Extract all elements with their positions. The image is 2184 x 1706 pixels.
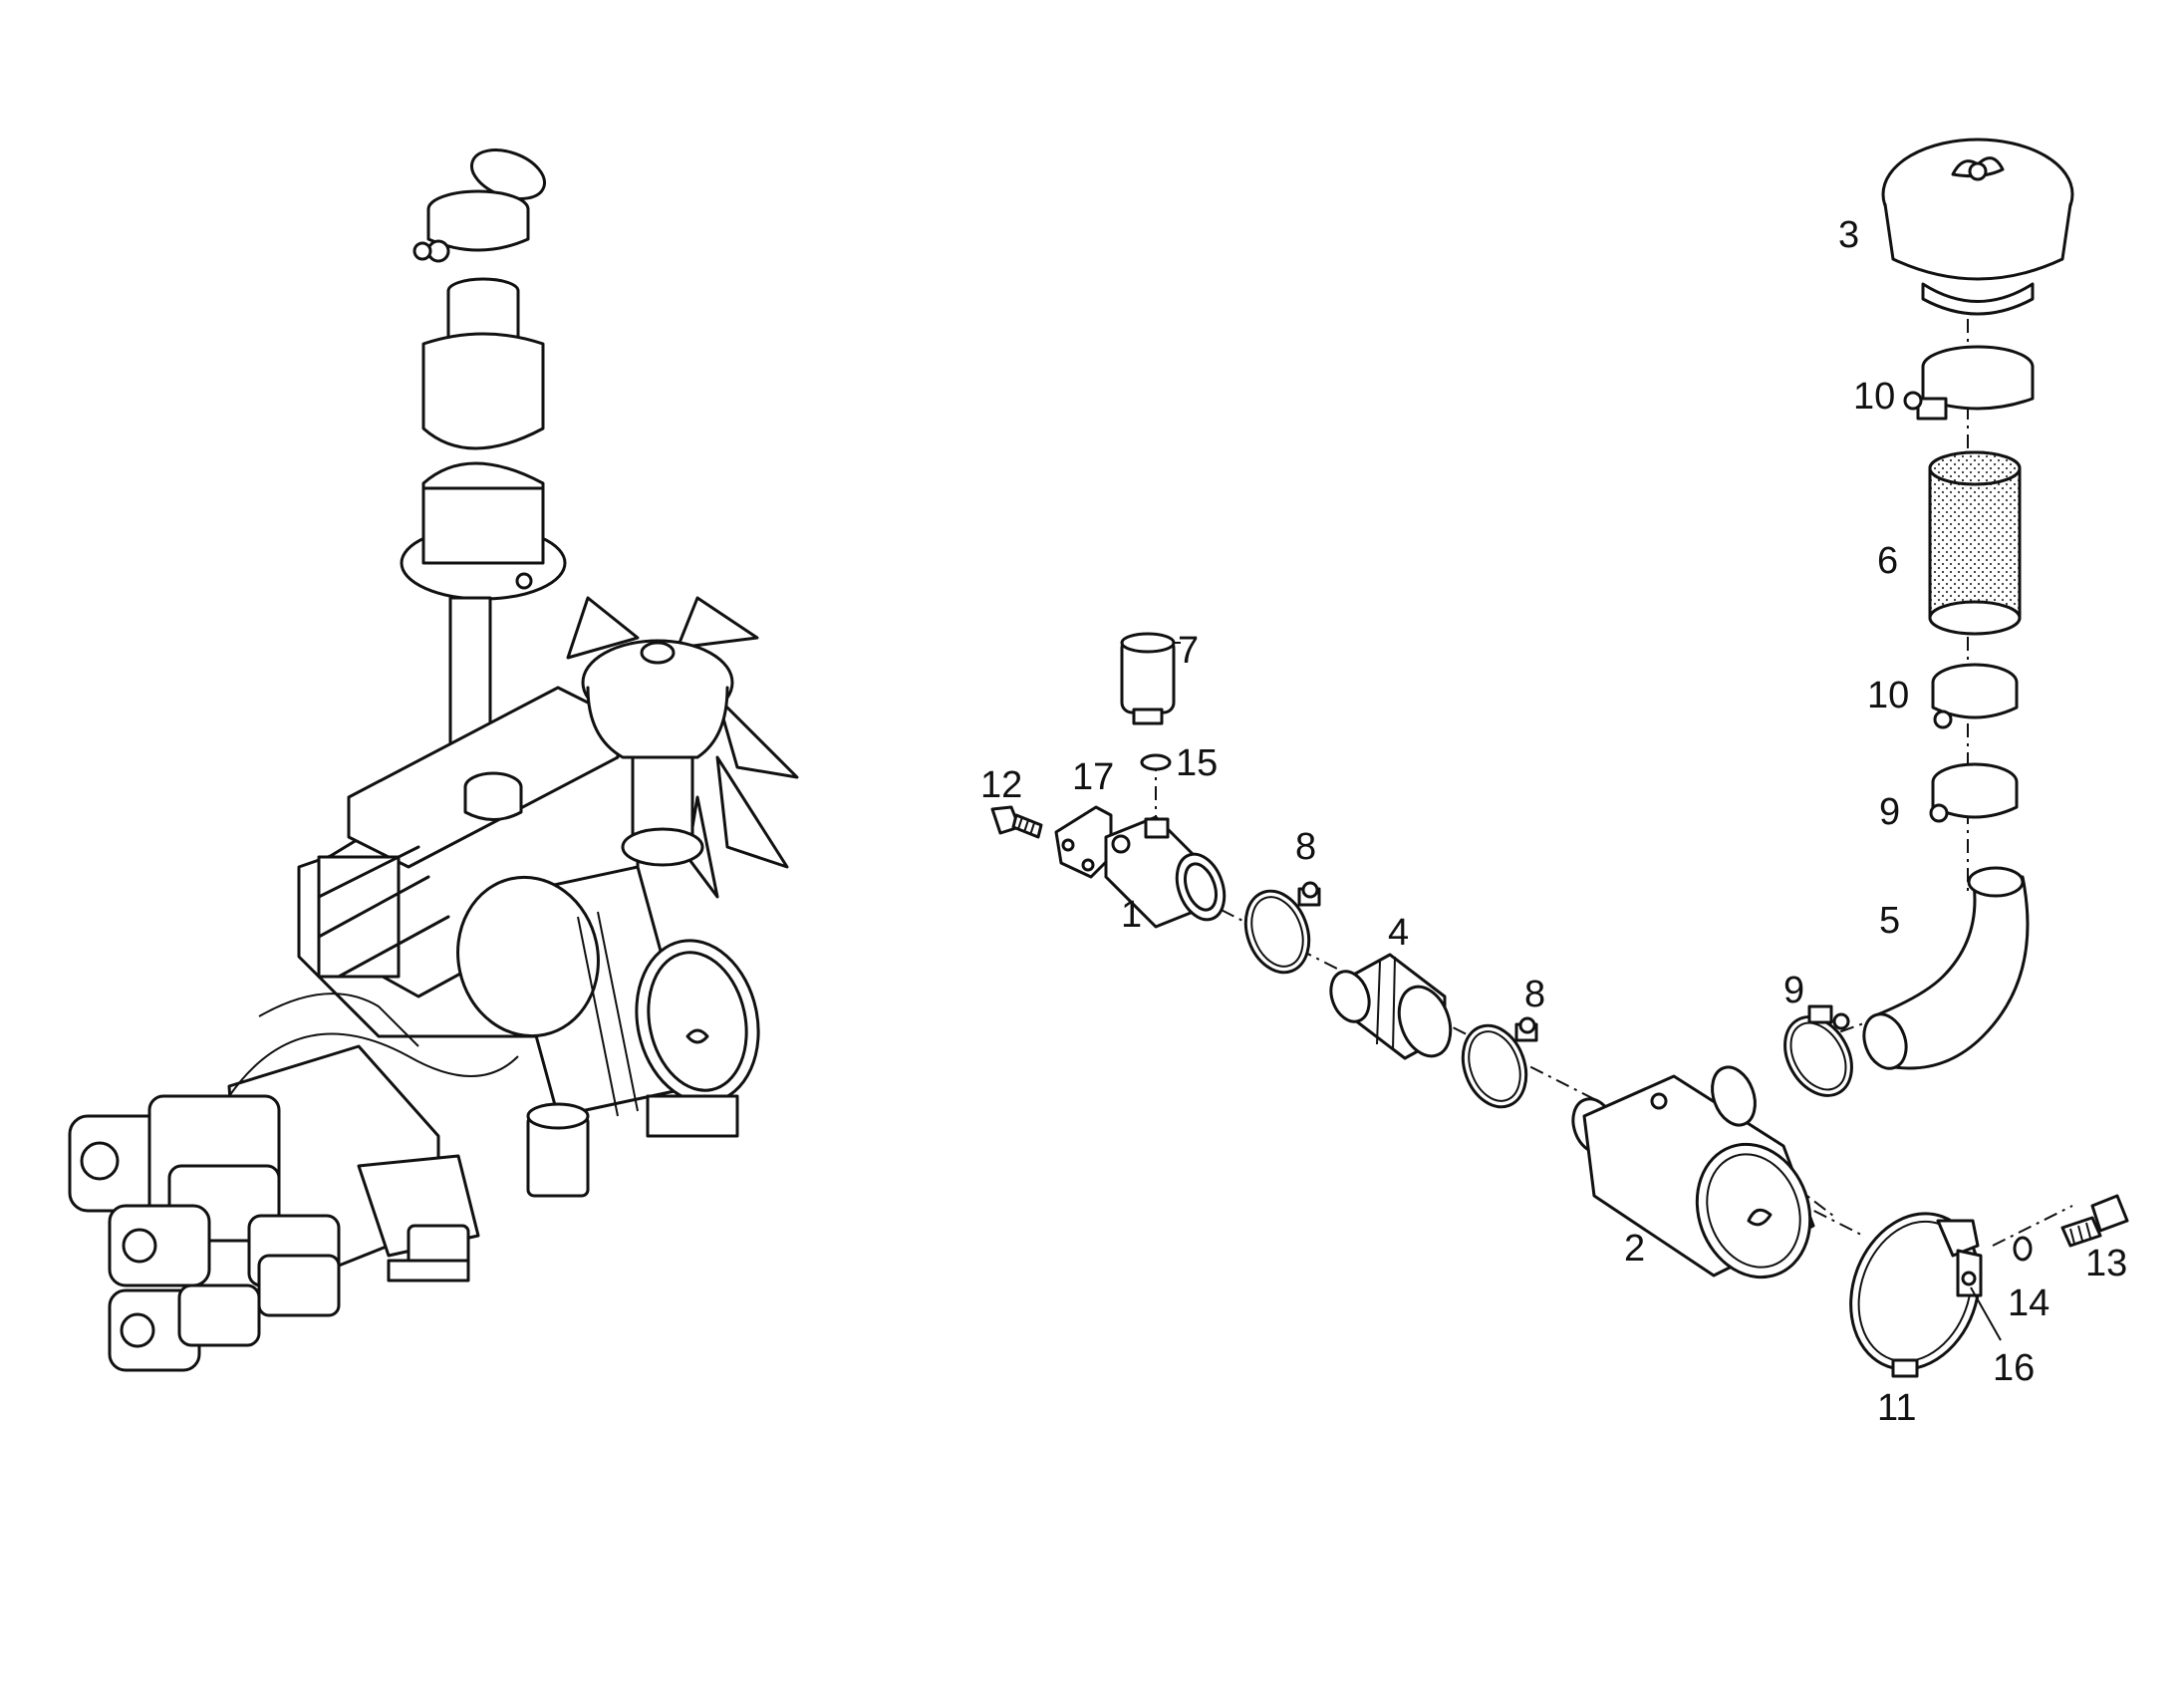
part-label-8-lower: 8 bbox=[1524, 974, 1545, 1015]
engine-assembly-illustration bbox=[68, 148, 799, 1372]
part-label-14: 14 bbox=[2008, 1282, 2049, 1324]
part-8-hose-clamp-lower bbox=[1461, 1016, 1538, 1109]
part-9-hose-clamp-upper bbox=[1929, 762, 2019, 823]
exhaust-upper-pipe bbox=[421, 277, 545, 450]
part-label-15: 15 bbox=[1176, 742, 1218, 784]
part-label-13: 13 bbox=[2085, 1243, 2127, 1284]
part-label-8-upper: 8 bbox=[1295, 826, 1316, 868]
part-label-6: 6 bbox=[1877, 540, 1898, 582]
part-12-bolt bbox=[990, 805, 1043, 839]
exhaust-rain-cap bbox=[412, 148, 546, 263]
engine-air-filter-canister bbox=[456, 865, 760, 1138]
part-number-labels: 1 2 3 4 5 6 7 8 8 9 9 10 10 11 12 13 14 … bbox=[980, 214, 2127, 1429]
part-label-11: 11 bbox=[1877, 1387, 1916, 1429]
oil-filter bbox=[526, 1102, 590, 1198]
part-4-rubber-sleeve bbox=[1329, 953, 1453, 1060]
part-11-mounting-band bbox=[1849, 1212, 1981, 1378]
part-6-filter-element bbox=[1928, 450, 2022, 636]
label-leader-lines bbox=[1174, 642, 2002, 1341]
engine-block bbox=[297, 686, 640, 1038]
part-label-7: 7 bbox=[1178, 630, 1199, 672]
part-10-hose-clamp-upper bbox=[1903, 345, 2035, 421]
part-8-hose-clamp-upper bbox=[1243, 881, 1321, 975]
exhaust-muffler bbox=[400, 461, 567, 779]
part-10-hose-clamp-lower bbox=[1931, 663, 2019, 729]
hydraulic-pumps bbox=[68, 1094, 341, 1372]
part-label-3: 3 bbox=[1838, 214, 1859, 256]
part-17-bracket bbox=[1054, 805, 1113, 879]
part-label-9-lower: 9 bbox=[1783, 970, 1804, 1011]
part-label-10-upper: 10 bbox=[1853, 376, 1895, 418]
part-label-5: 5 bbox=[1879, 900, 1900, 942]
part-label-9-upper: 9 bbox=[1879, 791, 1900, 833]
part-label-1: 1 bbox=[1121, 894, 1142, 936]
part-15-washer bbox=[1140, 753, 1172, 771]
part-2-air-cleaner-housing bbox=[1571, 1065, 1815, 1280]
part-label-16: 16 bbox=[1993, 1347, 2035, 1389]
part-label-4: 4 bbox=[1388, 912, 1409, 954]
part-1-inlet-tube bbox=[1104, 815, 1227, 929]
part-16-band-bracket bbox=[1956, 1249, 1983, 1297]
part-9-hose-clamp-lower bbox=[1783, 1004, 1853, 1097]
part-label-12: 12 bbox=[980, 764, 1022, 806]
part-13-bolt bbox=[2060, 1194, 2129, 1248]
part-label-10-lower: 10 bbox=[1867, 675, 1909, 716]
part-label-2: 2 bbox=[1624, 1228, 1645, 1270]
part-7-vacuum-indicator bbox=[1120, 632, 1176, 725]
part-3-pre-cleaner-cap bbox=[1881, 138, 2074, 316]
part-label-17: 17 bbox=[1072, 756, 1114, 798]
part-5-rubber-elbow bbox=[1862, 866, 2030, 1070]
part-14-washer bbox=[2013, 1236, 2033, 1262]
transmission-housing bbox=[227, 993, 519, 1282]
engine-air-cleaner-cap bbox=[581, 639, 734, 867]
